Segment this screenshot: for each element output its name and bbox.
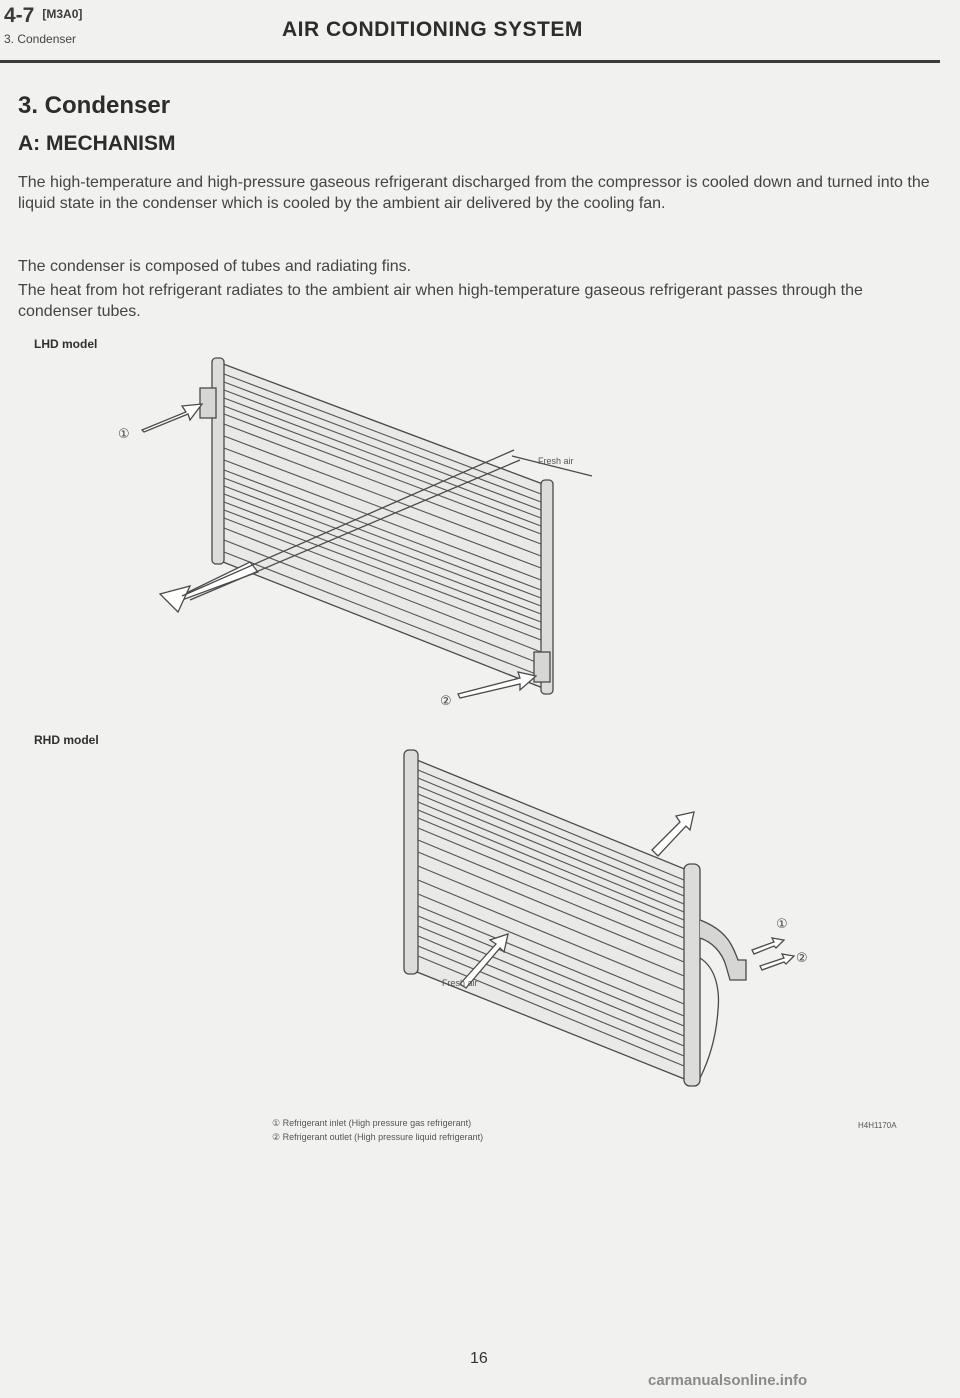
lhd-caption: LHD model (34, 337, 98, 351)
lhd-marker-1: ① (118, 427, 130, 442)
page-code: 4-7[M3A0] (4, 4, 83, 27)
rhd-condenser-diagram (403, 749, 796, 1087)
chapter-title: AIR CONDITIONING SYSTEM (282, 18, 583, 41)
rhd-marker-2: ② (796, 951, 808, 966)
page-number: 16 (470, 1350, 488, 1367)
section-title: 3. Condenser (18, 92, 171, 119)
rhd-caption: RHD model (34, 733, 99, 747)
lhd-fresh-air-label: Fresh air (538, 456, 574, 466)
legend-item-inlet: ① Refrigerant inlet (High pressure gas r… (272, 1118, 472, 1128)
section-subtitle: A: MECHANISM (18, 132, 176, 155)
legend-item-outlet: ② Refrigerant outlet (High pressure liqu… (272, 1132, 484, 1142)
subsection-label: 3. Condenser (4, 32, 77, 46)
header-rule (0, 60, 940, 63)
rhd-marker-1: ① (776, 917, 788, 932)
paragraph-mechanism: The high-temperature and high-pressure g… (18, 174, 930, 212)
lhd-marker-2: ② (440, 694, 452, 709)
lhd-condenser-diagram (140, 357, 593, 699)
footer-watermark: carmanualsonline.info (648, 1372, 808, 1389)
section-code: [M3A0] (42, 7, 83, 21)
paragraph-heat: The heat from hot refrigerant radiates t… (18, 282, 863, 320)
rhd-fresh-air-label: Fresh air (442, 978, 478, 988)
figure-id: H4H1170A (858, 1121, 897, 1130)
paragraph-composition: The condenser is composed of tubes and r… (18, 258, 412, 275)
